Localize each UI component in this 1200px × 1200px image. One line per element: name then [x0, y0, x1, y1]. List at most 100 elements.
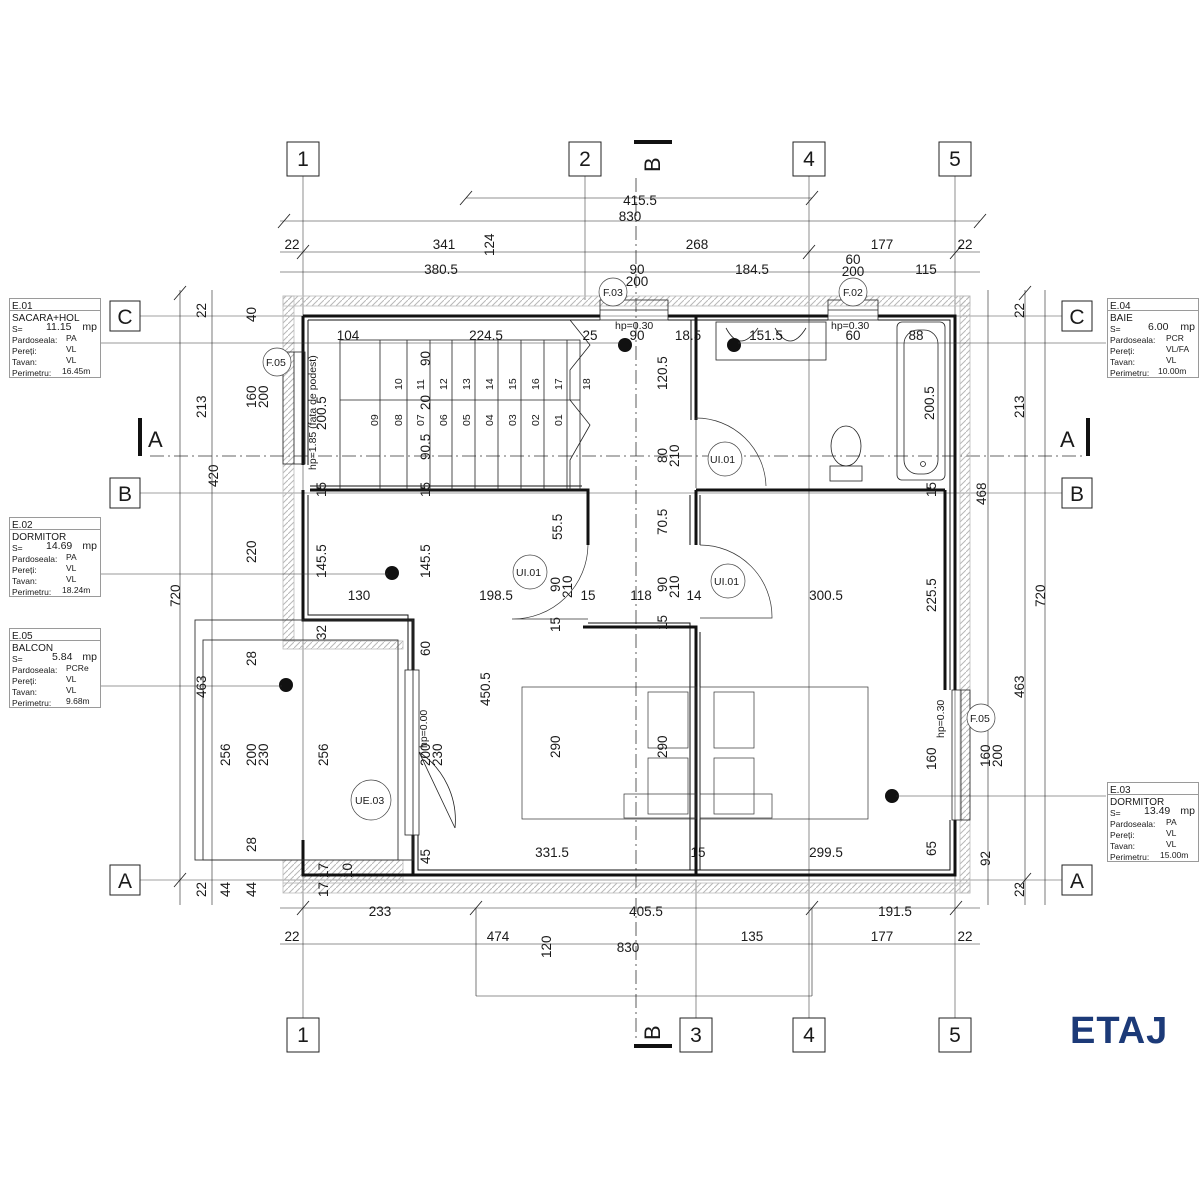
dimension-text: 104: [337, 328, 360, 343]
room-row-value: VL/FA: [1166, 344, 1190, 354]
dimension-text: 88: [908, 328, 923, 343]
room-area-unit: mp: [1180, 321, 1195, 333]
dimension-text: 230: [256, 743, 271, 766]
room-code: E.01: [12, 301, 33, 312]
grid-bubble-5-top: [938, 141, 972, 177]
grid-label: C: [1069, 306, 1084, 329]
dimension-text: 32: [314, 625, 329, 640]
room-name: SACARA+HOL: [12, 313, 80, 324]
dimension-text: 830: [617, 940, 640, 955]
dimension-text: 15: [418, 482, 433, 497]
dimension-text: 115: [915, 262, 937, 277]
dimension-text: 200: [244, 743, 259, 766]
room-name: BALCON: [12, 643, 54, 654]
dimension-text: 118: [630, 588, 652, 603]
hp-label: hp=0.00: [418, 710, 430, 748]
room-row-key: Perimetru:: [1110, 852, 1150, 862]
dimension-text: 830: [619, 209, 642, 224]
dimension-text: 15: [580, 588, 595, 603]
dimension-text: 200: [256, 385, 271, 408]
staircase: [339, 319, 591, 491]
grid-bubble-a-left: [109, 864, 141, 896]
floor-title: ETAJ: [1070, 1010, 1169, 1052]
dimension-text: 468: [974, 482, 989, 505]
window-tag: F.03: [603, 287, 623, 299]
stair-number: 12: [438, 378, 450, 390]
dimension-lines: [179, 197, 1046, 997]
dimension-text: 120.5: [655, 356, 670, 390]
dimension-text: 45: [418, 849, 433, 864]
dimension-text: 40: [244, 307, 259, 322]
dimension-text: 225.5: [924, 578, 939, 612]
balcony: [194, 619, 414, 861]
dimension-text: 130: [348, 588, 371, 603]
dimension-text: 92: [978, 851, 993, 866]
room-row-value: PCRe: [66, 663, 89, 673]
dimension-text: 90.5: [418, 434, 433, 460]
dimension-text: 90: [629, 328, 644, 343]
dimension-text: 210: [560, 575, 575, 598]
stair-number: 01: [553, 414, 565, 426]
room-area-label: S=: [1110, 324, 1121, 334]
interior-dimension-texts: 104 224.5 25 90 18.5 151.5 60 88 120.5 8…: [314, 328, 939, 897]
room-area: 6.00: [1148, 321, 1169, 333]
dimension-text: 135: [741, 929, 764, 944]
room-row-key: Pereți:: [1110, 346, 1135, 356]
grid-labels: 1 2 4 5 1 3 4 5 C B A C B A: [117, 148, 1084, 1047]
dimension-text: 224.5: [469, 328, 503, 343]
section-label: B: [640, 1025, 665, 1040]
dimension-text: 380.5: [424, 262, 458, 277]
dimension-text: 22: [194, 303, 209, 318]
dimension-text: 463: [1012, 675, 1027, 698]
grid-label: 4: [803, 1024, 815, 1047]
stair-number: 06: [438, 414, 450, 426]
dimension-text: 44: [218, 881, 233, 897]
window-right: [951, 689, 971, 821]
room-row-key: Pereți:: [1110, 830, 1135, 840]
room-row-value: 16.45m: [62, 366, 91, 376]
room-row-value: VL: [66, 574, 77, 584]
grid-bubble-b-right: [1061, 477, 1093, 509]
dimension-text: 177: [871, 929, 894, 944]
section-label: B: [640, 157, 665, 172]
grid-bubble-1-top: [286, 141, 320, 177]
room-row-key: Pardoseala:: [1110, 335, 1156, 345]
dimension-text: 124: [482, 233, 497, 256]
room-row-value: VL: [1166, 839, 1177, 849]
dimension-text: 15: [314, 482, 329, 497]
grid-label: B: [1070, 483, 1084, 506]
dimension-text: 55.5: [550, 514, 565, 540]
dimension-text: 17: [316, 882, 331, 897]
door-tag: UI.01: [714, 576, 739, 588]
dimension-text: 210: [667, 575, 682, 598]
grid-bubble-c-right: [1061, 300, 1093, 332]
section-markers: A A B B: [138, 140, 1090, 1048]
dimension-text: 160: [924, 747, 939, 770]
section-label: A: [148, 427, 163, 452]
dimension-text: 22: [1012, 882, 1027, 897]
dimension-text: 256: [316, 743, 331, 766]
dimension-text: 28: [244, 837, 259, 852]
window-tag: F.05: [266, 357, 286, 369]
dimension-text: 22: [194, 882, 209, 897]
dimension-text: 256: [218, 743, 233, 766]
wall-inner-lines: [307, 319, 951, 871]
room-name: BAIE: [1110, 313, 1133, 324]
hp-label: hp=1.85 (fata de podest): [307, 355, 319, 470]
dimension-text: 200: [418, 743, 433, 766]
dimension-text: 200: [842, 264, 865, 279]
dimension-text: 184.5: [735, 262, 769, 277]
grid-label: A: [118, 870, 132, 893]
dimension-text: 90: [629, 262, 644, 277]
room-row-value: VL: [66, 344, 77, 354]
exterior-insulation: [282, 295, 971, 894]
room-row-key: Perimetru:: [12, 368, 52, 378]
stair-number: 03: [507, 414, 519, 426]
stair-number: 07: [415, 414, 427, 426]
dimension-text: 463: [194, 675, 209, 698]
window-left: [282, 351, 306, 465]
window-tag: F.05: [970, 713, 990, 725]
dimension-text: 198.5: [479, 588, 513, 603]
stair-number: 09: [369, 414, 381, 426]
room-area-label: S=: [1110, 808, 1121, 818]
